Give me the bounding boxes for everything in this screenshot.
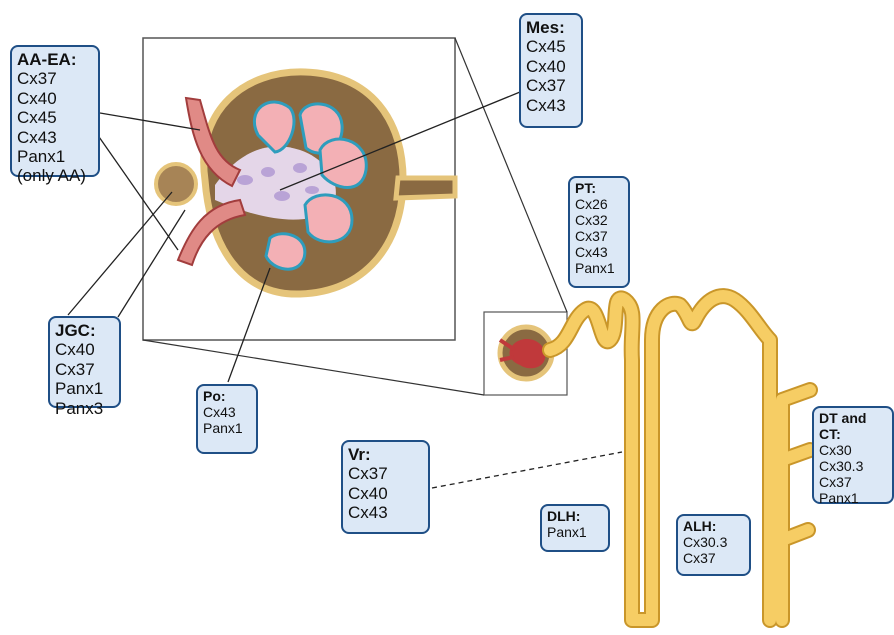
- label-mes: Mes: Cx45 Cx40 Cx37 Cx43: [519, 13, 583, 128]
- label-vr-title: Vr:: [348, 445, 423, 464]
- label-dlh: DLH: Panx1: [540, 504, 610, 552]
- label-pt-title: PT:: [575, 181, 623, 197]
- label-vr: Vr: Cx37 Cx40 Cx43: [341, 440, 430, 534]
- label-item: Panx1: [203, 421, 251, 437]
- label-item: Cx43: [575, 245, 623, 261]
- label-item: Cx45: [17, 108, 93, 127]
- label-item: Panx1: [55, 379, 114, 398]
- label-item: Cx37: [683, 551, 744, 567]
- label-aa-ea-title: AA-EA:: [17, 50, 93, 69]
- label-po: Po: Cx43 Panx1: [196, 384, 258, 454]
- label-item: Cx43: [348, 503, 423, 522]
- label-alh: ALH: Cx30.3 Cx37: [676, 514, 751, 576]
- label-item: Cx40: [348, 484, 423, 503]
- label-item: Cx43: [203, 405, 251, 421]
- label-item: Cx37: [348, 464, 423, 483]
- label-mes-title: Mes:: [526, 18, 576, 37]
- label-item: Cx37: [55, 360, 114, 379]
- label-item: Cx30: [819, 443, 887, 459]
- label-item: Cx30.3: [683, 535, 744, 551]
- label-item: Cx37: [819, 475, 887, 491]
- urinary-pole: [396, 178, 455, 198]
- label-jgc-title: JGC:: [55, 321, 114, 340]
- label-item: Cx43: [17, 128, 93, 147]
- label-dt-ct: DT and CT: Cx30 Cx30.3 Cx37 Panx1: [812, 406, 894, 504]
- label-aa-ea: AA-EA: Cx37 Cx40 Cx45 Cx43 Panx1 (only A…: [10, 45, 100, 177]
- label-item: Cx40: [526, 57, 576, 76]
- label-dlh-title: DLH:: [547, 509, 603, 525]
- label-item: (only AA): [17, 166, 93, 185]
- label-item: Panx1: [547, 525, 603, 541]
- label-item: Cx43: [526, 96, 576, 115]
- label-alh-title: ALH:: [683, 519, 744, 535]
- label-item: Cx37: [575, 229, 623, 245]
- label-item: Cx26: [575, 197, 623, 213]
- label-item: Cx45: [526, 37, 576, 56]
- label-item: Panx1: [575, 261, 623, 277]
- label-jgc: JGC: Cx40 Cx37 Panx1 Panx3: [48, 316, 121, 408]
- label-item: Cx32: [575, 213, 623, 229]
- label-item: Cx40: [55, 340, 114, 359]
- label-item: Cx30.3: [819, 459, 887, 475]
- macula-densa: [156, 164, 196, 204]
- label-po-title: Po:: [203, 389, 251, 405]
- label-item: Cx40: [17, 89, 93, 108]
- label-dt-ct-title: DT and CT:: [819, 411, 887, 443]
- label-pt: PT: Cx26 Cx32 Cx37 Cx43 Panx1: [568, 176, 630, 288]
- label-item: Panx1: [17, 147, 93, 166]
- label-item: Cx37: [526, 76, 576, 95]
- label-item: Panx3: [55, 399, 114, 418]
- label-item: Cx37: [17, 69, 93, 88]
- label-item: Panx1: [819, 491, 887, 507]
